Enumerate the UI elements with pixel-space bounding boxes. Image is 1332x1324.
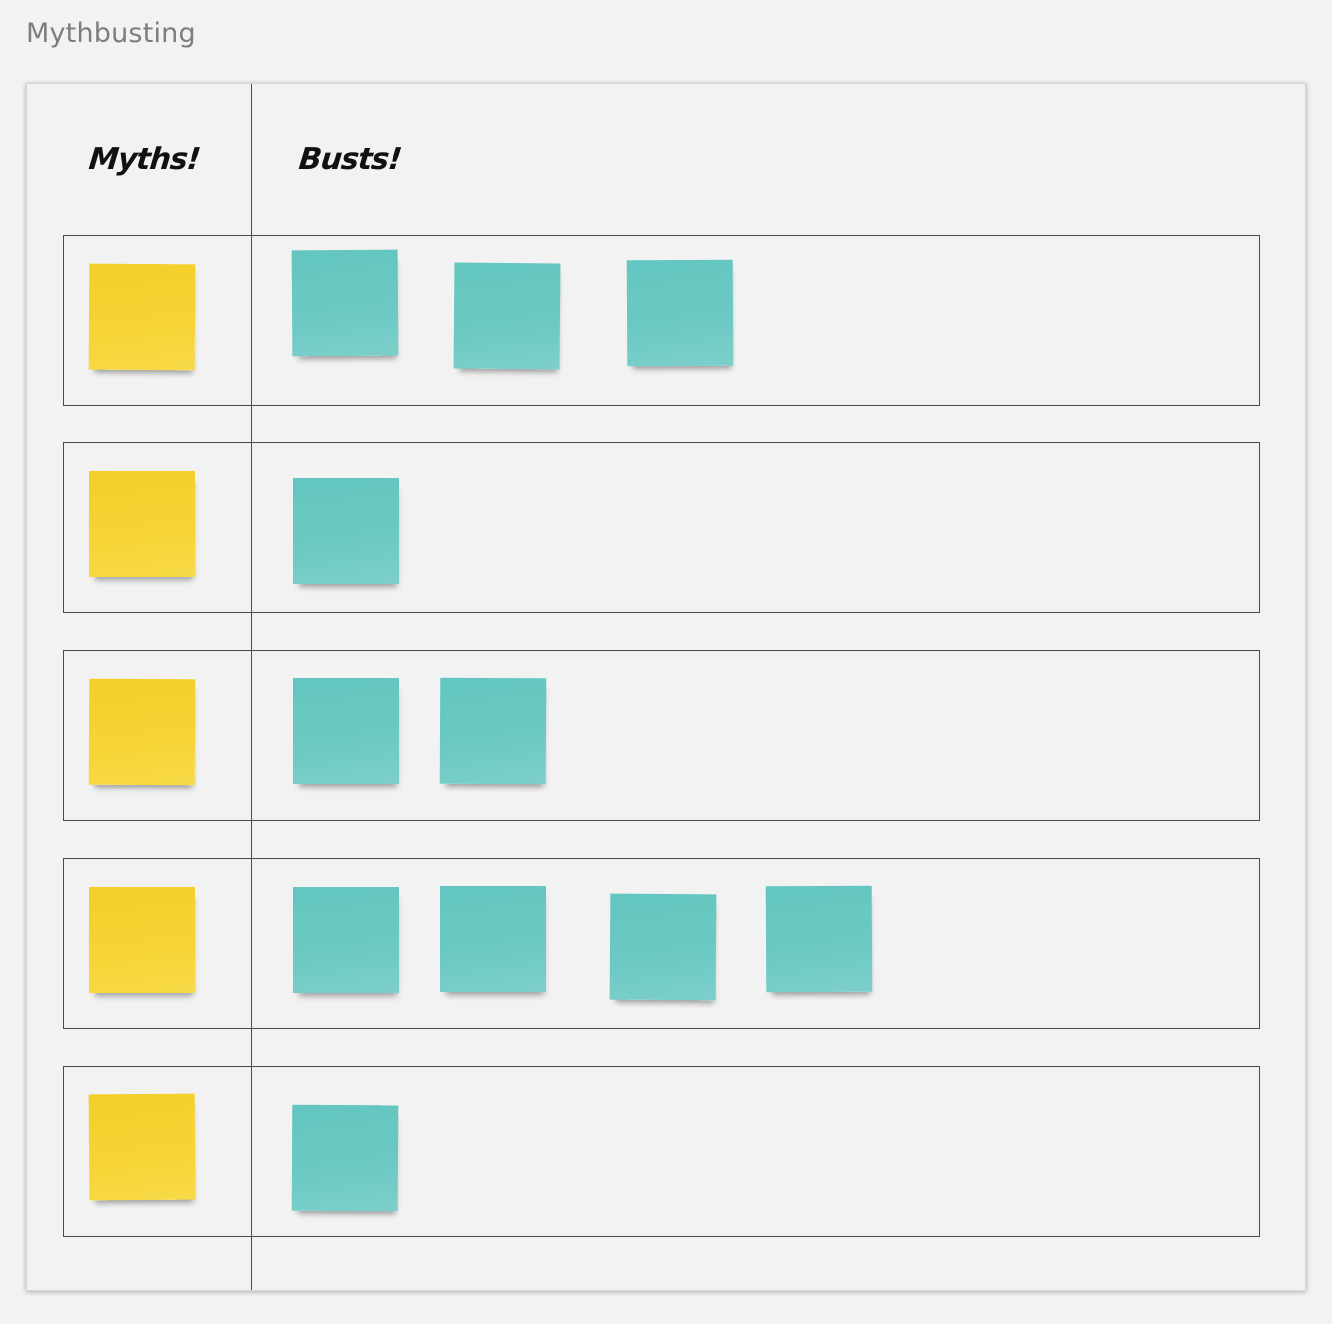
myth-row[interactable] <box>63 235 1260 406</box>
busts-column-header: Busts! <box>297 142 403 177</box>
myth-sticky-note[interactable] <box>88 678 196 786</box>
bust-sticky-note[interactable] <box>453 262 561 370</box>
bust-sticky-note[interactable] <box>440 886 546 992</box>
bust-sticky-note[interactable] <box>609 893 717 1001</box>
myth-row[interactable] <box>63 1066 1260 1237</box>
myth-sticky-note[interactable] <box>88 263 196 371</box>
myth-row[interactable] <box>63 442 1260 613</box>
bust-sticky-note[interactable] <box>293 478 399 584</box>
bust-sticky-note[interactable] <box>626 259 734 367</box>
mythbusting-frame[interactable]: Myths! Busts! <box>26 83 1306 1291</box>
myth-sticky-note[interactable] <box>89 471 195 577</box>
myth-sticky-note[interactable] <box>89 887 195 993</box>
bust-sticky-note[interactable] <box>291 1104 399 1212</box>
bust-sticky-note[interactable] <box>439 677 547 785</box>
myths-column-header: Myths! <box>87 142 202 177</box>
myth-row[interactable] <box>63 858 1260 1029</box>
bust-sticky-note[interactable] <box>293 678 399 784</box>
bust-sticky-note[interactable] <box>293 887 399 993</box>
myth-row[interactable] <box>63 650 1260 821</box>
bust-sticky-note[interactable] <box>291 249 399 357</box>
myth-sticky-note[interactable] <box>88 1093 196 1201</box>
column-divider <box>251 84 252 1290</box>
board-title: Mythbusting <box>26 18 196 49</box>
bust-sticky-note[interactable] <box>765 885 873 993</box>
